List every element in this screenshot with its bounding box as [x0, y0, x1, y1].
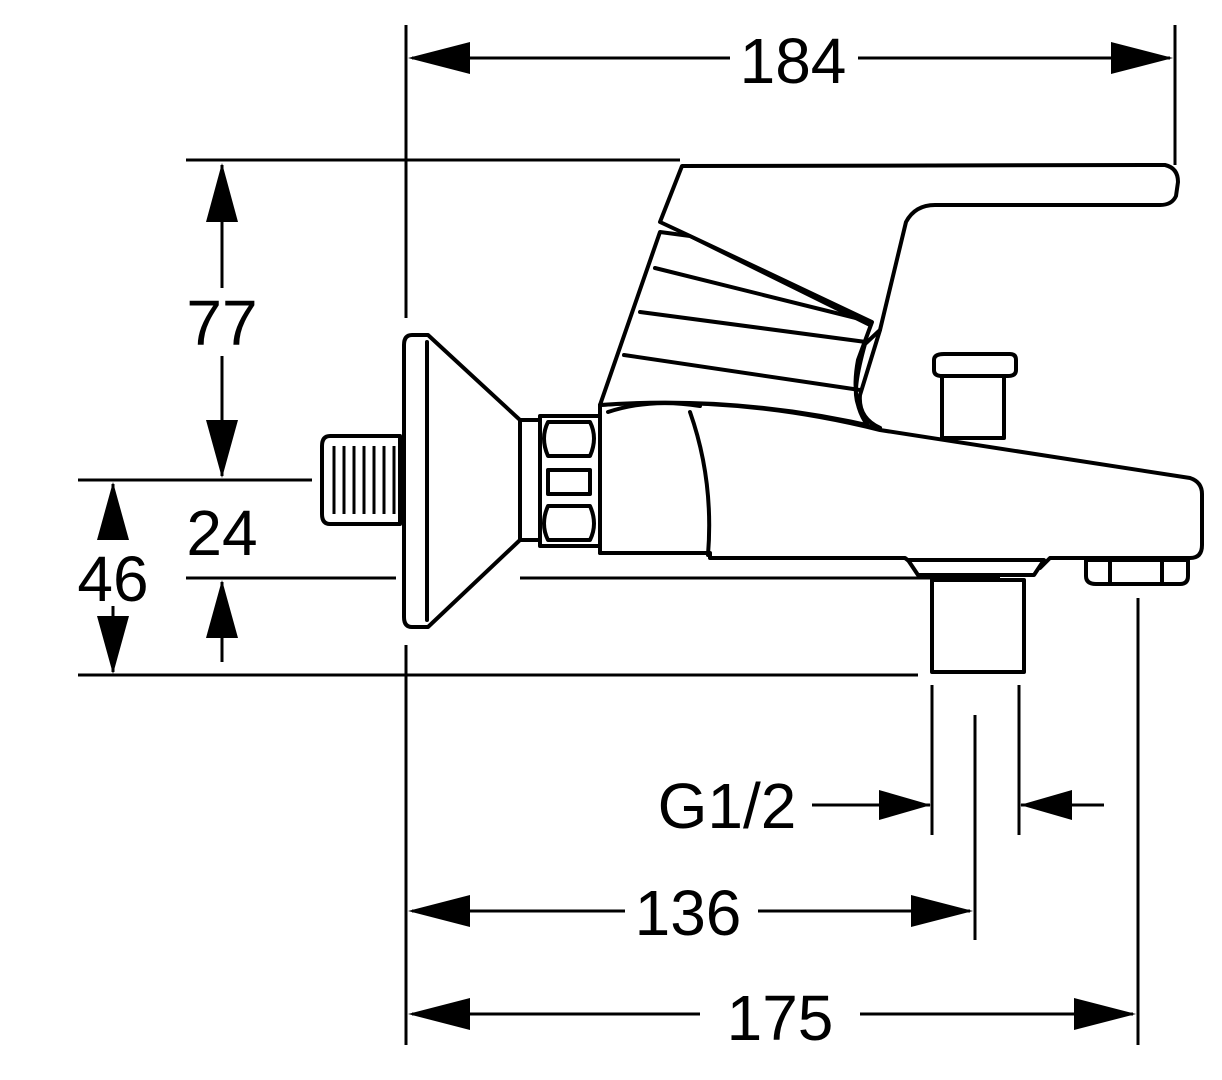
dimension-label-175: 175 [727, 982, 834, 1054]
arrow-up-icon [206, 580, 238, 638]
aerator-body [1084, 558, 1190, 586]
arrow-up-icon [97, 482, 129, 540]
dimension-label-136: 136 [635, 877, 742, 949]
mixer-body [598, 400, 1204, 570]
collar [518, 418, 542, 542]
lever-handle [658, 163, 1180, 430]
dimension-24: 24 [186, 497, 258, 662]
connector-body [320, 434, 402, 526]
housing-ring-2 [638, 310, 868, 344]
dimension-77: 77 [186, 163, 258, 478]
dimension-184: 184 [408, 25, 1173, 97]
faucet-outline [320, 163, 1204, 674]
thread-lines [332, 446, 396, 514]
housing-ring-1 [653, 266, 874, 324]
threaded-connector [320, 434, 402, 526]
spout-aerator [1084, 558, 1190, 586]
arrow-left-icon [408, 998, 470, 1030]
diverter-knob [932, 352, 1018, 440]
arrow-down-icon [206, 420, 238, 478]
dimension-label-184: 184 [740, 25, 847, 97]
outlet-pipe [930, 578, 1026, 674]
wall-rosette [402, 333, 522, 629]
arrow-left-icon [408, 895, 470, 927]
outlet-connection [906, 558, 1046, 674]
diverter-cap [932, 352, 1018, 378]
arrow-down-icon [97, 616, 129, 674]
nut-face-top [542, 420, 596, 458]
housing-ring-3 [622, 353, 862, 392]
arrow-right-icon [1111, 42, 1173, 74]
dimension-g12: G1/2 [658, 770, 1104, 842]
arrow-left-icon [1020, 790, 1072, 820]
dimension-label-46: 46 [77, 543, 148, 615]
dimension-46: 46 [77, 482, 149, 674]
nut-face-bottom [542, 504, 596, 542]
arrow-right-icon [879, 790, 931, 820]
arrow-up-icon [206, 163, 238, 222]
nut-face-middle [546, 468, 592, 496]
dimension-label-thread: G1/2 [658, 770, 797, 842]
cartridge-housing [598, 230, 882, 430]
dimension-136: 136 [408, 877, 973, 949]
body-contour [688, 410, 712, 557]
arrow-right-icon [911, 895, 973, 927]
dimension-label-24: 24 [186, 497, 257, 569]
arrow-left-icon [408, 42, 470, 74]
diverter-stem [940, 368, 1006, 440]
outlet-collar [906, 558, 1046, 577]
arrow-right-icon [1074, 998, 1136, 1030]
dimension-label-77: 77 [186, 287, 257, 359]
dimension-175: 175 [408, 982, 1136, 1054]
hex-nut [538, 414, 602, 548]
extension-lines [78, 25, 1177, 1045]
